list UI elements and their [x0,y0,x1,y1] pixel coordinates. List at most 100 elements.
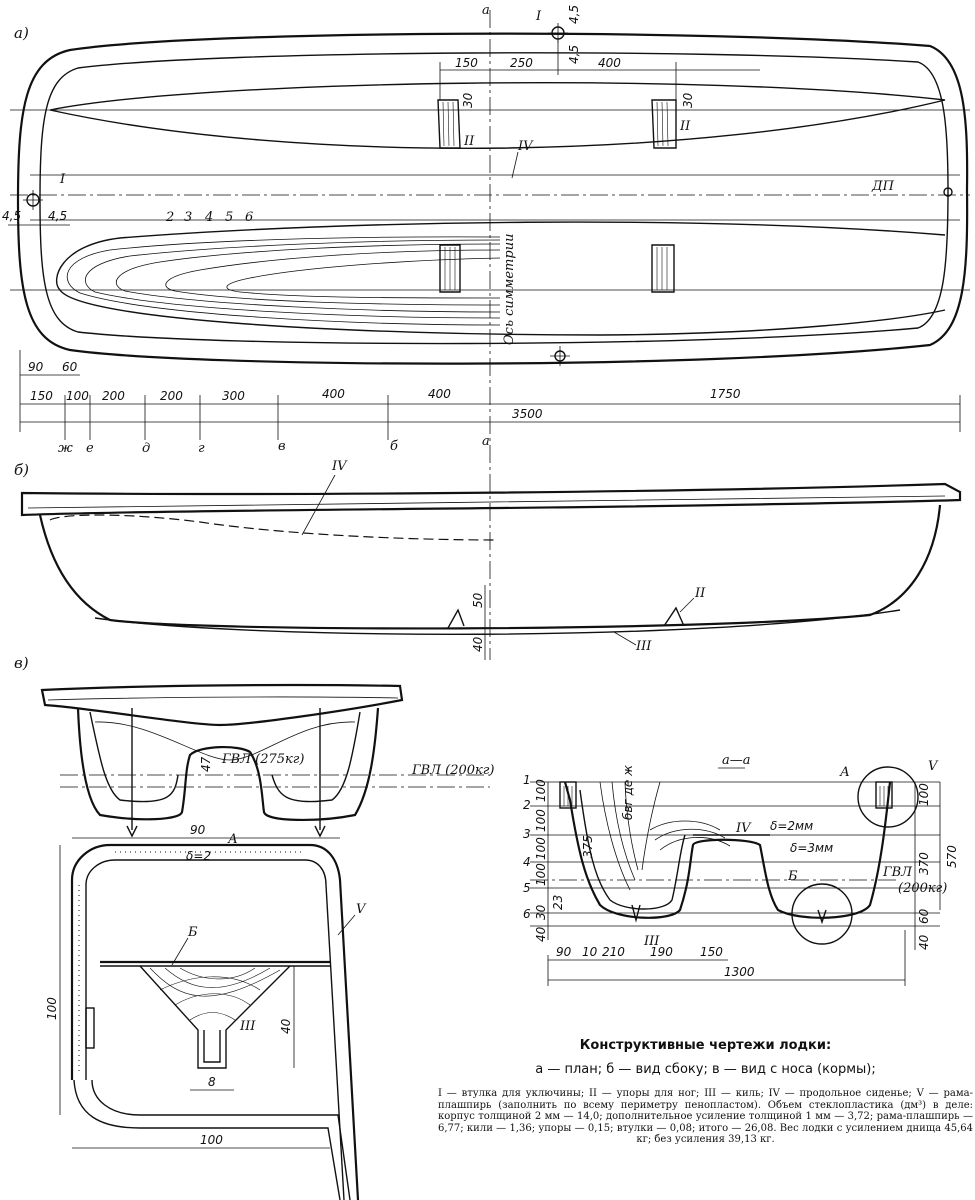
dim-100: 100 [66,389,89,403]
detail-keel [139,965,291,1069]
section-label-B: Б [787,869,798,884]
section-label-V: V [928,759,939,774]
station-e: е [86,441,94,456]
section-keel [631,904,641,923]
label-II-left: II [463,134,475,149]
footrest-left-bottom [439,244,461,293]
view-label-side: б) [14,461,29,479]
section-keel-right [817,909,827,925]
gunwale-top [20,482,962,517]
keel-loop-3 [85,239,501,319]
keel-hatch [149,967,281,1021]
front-view: в) ГВЛ (275кг) ГВЛ (200кг) 47 [14,654,494,838]
detail-thickness: δ=2 [186,849,211,863]
detail-dim-100-h: 100 [200,1133,223,1147]
dim-3500: 3500 [512,407,543,421]
footrest-side-right [663,606,685,627]
seat-outline [49,82,946,149]
footrest-side-left [447,608,465,629]
sec-inner-375: 375 [581,835,595,858]
detail-label-B: Б [187,925,198,940]
detail-insert [85,1007,95,1049]
label-IV: IV [517,139,534,154]
station-d: д [142,441,150,456]
keel-loop-4 [116,243,501,313]
caption-body: I — втулка для уключины; II — упоры для … [438,1088,973,1145]
plan-view: а) ДП а а Ось симметрии I I [2,3,970,660]
section-row-1: 1 [523,773,531,787]
keel-line-2: 2 [165,210,174,225]
dim-200-b: 200 [160,389,183,403]
dim-200-a: 200 [102,389,125,403]
detail-label-III: III [239,1019,256,1034]
dim-90: 90 [28,360,44,374]
section-waterline-label: ГВЛ [882,865,913,880]
sec-bdim-10: 10 [582,945,598,959]
dim-30-right: 30 [681,92,695,108]
sec-bdim-90: 90 [556,945,572,959]
seat-dashed [49,514,499,541]
footrest-right-bottom [651,244,675,293]
dim-40-side: 40 [471,636,485,652]
section-row-2: 2 [523,798,531,812]
section-waterline-kg: (200кг) [898,881,947,896]
station-v: в [278,439,286,454]
section-levels [530,781,940,927]
label-I-top: I [535,9,542,24]
sec-ldim-7: 30 [534,904,548,920]
hull-inner-outline [39,52,949,345]
callout-circle-A [857,766,919,828]
section-hull [563,781,892,919]
sec-rdim-100: 100 [917,783,931,806]
callout-circle-B [791,883,853,945]
hull-side [38,504,942,630]
section-mark-bottom: а [482,434,490,449]
detail-dim-40: 40 [279,1018,293,1034]
section-row-6: 6 [523,907,531,921]
footrest-left-top [437,99,461,149]
label-II-right: II [679,119,691,134]
dim-400-top: 400 [598,56,621,70]
section-gunwale-left [559,781,577,809]
keel-loop-1 [56,221,946,336]
foam-fill [78,851,305,1075]
section-label-III: III [643,934,660,949]
sec-overall-1300: 1300 [724,965,755,979]
sec-bdim-210: 210 [602,945,625,959]
label-III-side: III [635,639,652,654]
station-g: г [198,441,205,456]
keel-line-side [94,609,901,636]
sec-ldim-4: 100 [534,863,548,886]
front-hull [76,707,380,821]
dim-47: 47 [199,756,213,772]
section-mark-top: а [482,3,490,18]
front-rim [40,683,404,727]
dim-45-left-b: 4,5 [48,209,67,223]
label-II-side: II [694,586,706,601]
dim-250-top: 250 [510,56,533,70]
detail-a: А Б III V δ=2 90 100 40 8 100 [45,823,367,1200]
dim-45-left-a: 4,5 [2,209,21,223]
label-IV-side: IV [331,459,348,474]
dim-50-side: 50 [471,592,485,608]
station-ticks [19,350,961,440]
section-thk-3mm: δ=3мм [790,841,833,855]
dim-60: 60 [62,360,78,374]
dim-30-left: 30 [461,92,475,108]
section-label-IV: IV [735,821,752,836]
sec-rdim-570: 570 [945,845,959,868]
waterline-200-label: ГВЛ (200кг) [411,763,494,778]
section-frame-letters: бвг де ж [621,765,635,820]
sec-ldim-1: 100 [534,779,548,802]
dim-300: 300 [222,389,245,403]
keel-line-4: 4 [204,210,213,225]
station-b: б [390,439,398,454]
sec-rdim-60: 60 [917,908,931,924]
dim-45-top-b: 4,5 [567,45,581,64]
keel-line-5: 5 [225,210,233,225]
section-label-A: А [839,765,850,780]
detail-dim-100-v: 100 [45,997,59,1020]
sec-ldim-2: 100 [534,809,548,832]
label-I-left: I [59,172,66,187]
keel-loop-6 [226,257,501,299]
